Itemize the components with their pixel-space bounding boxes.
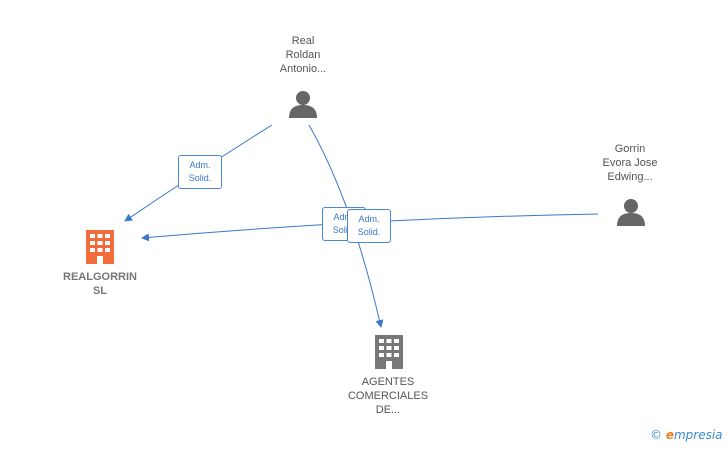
person-label-real-roldan[interactable]: Real Roldan Antonio... <box>279 35 327 75</box>
company-label-agentes-comerciales[interactable]: AGENTES COMERCIALES DE... <box>347 376 429 416</box>
empresia-watermark: © empresia <box>650 428 723 442</box>
company-label-realgorrin[interactable]: REALGORRIN SL <box>63 271 137 297</box>
person-icon[interactable] <box>617 199 645 226</box>
copyright-symbol: © <box>650 428 662 442</box>
brand-name: mpresia <box>673 428 723 442</box>
building-icon[interactable] <box>375 335 403 369</box>
person-icon[interactable] <box>289 91 317 118</box>
person-label-gorrin-evora[interactable]: Gorrin Evora Jose Edwing... <box>602 143 658 183</box>
edge-label-adm-solid: Adm. Solid. <box>347 209 391 243</box>
edge-label-adm-solid: Adm. Solid. <box>178 155 222 189</box>
brand-initial: e <box>665 428 674 442</box>
building-icon[interactable] <box>86 230 114 264</box>
